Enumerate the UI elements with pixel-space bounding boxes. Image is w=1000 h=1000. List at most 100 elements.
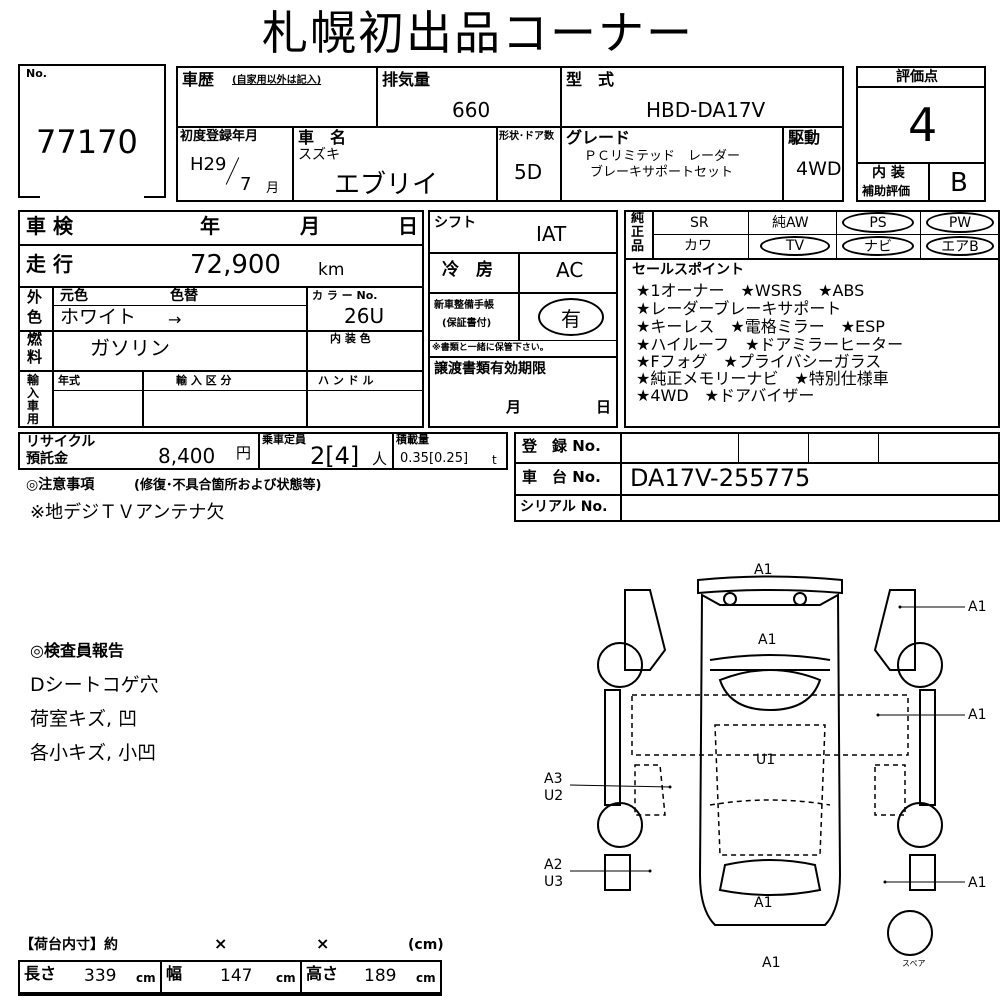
diagram-label-u2: U2 bbox=[544, 788, 564, 804]
recycle-label-2: 預託金 bbox=[26, 451, 68, 467]
interior-label-1: 内 装 bbox=[872, 165, 905, 181]
import-side-label: 輸入車用 bbox=[27, 373, 40, 426]
interior-rating-value: B bbox=[950, 168, 968, 198]
doors-label: 形状･ドア数 bbox=[499, 131, 554, 142]
registration-label: 登 録 No. bbox=[522, 437, 601, 455]
aircon-label: 冷 房 bbox=[442, 260, 493, 280]
car-damage-diagram bbox=[569, 575, 965, 956]
genuine-side-2: 正 bbox=[631, 225, 645, 240]
rating-value: 4 bbox=[908, 98, 938, 152]
recycle-block bbox=[18, 432, 508, 470]
genuine-airbag-circle: エアB bbox=[926, 236, 994, 256]
inspection-month: 月 bbox=[300, 214, 320, 238]
displacement-value: 660 bbox=[452, 98, 491, 122]
inspector-line-2: 荷室キズ, 凹 bbox=[30, 708, 138, 730]
capacity-value: 2[4] bbox=[310, 442, 360, 470]
shift-value: IAT bbox=[536, 222, 567, 246]
genuine-navi-circle: ナビ bbox=[842, 236, 914, 256]
load-value: 0.35[0.25] bbox=[400, 451, 469, 466]
notes-label: ◎注意事項 bbox=[26, 477, 95, 493]
diagram-label-top: A1 bbox=[754, 562, 773, 578]
car-name-value: エブリイ bbox=[334, 170, 439, 200]
recycle-value: 8,400 bbox=[158, 444, 216, 468]
cargo-length-cm: cm bbox=[136, 971, 156, 985]
registration-block bbox=[514, 432, 1000, 522]
transfer-label: 譲渡書類有効期限 bbox=[434, 361, 546, 377]
notes-sub: (修復･不具合箇所および状態等) bbox=[134, 478, 322, 493]
manual-label-1: 新車整備手帳 bbox=[434, 300, 494, 311]
first-reg-year: H29 bbox=[190, 154, 227, 175]
sales-point-2: ★レーダーブレーキサポート bbox=[636, 299, 842, 318]
rating-box bbox=[856, 66, 986, 202]
chassis-number: DA17V-255775 bbox=[630, 464, 811, 492]
sales-point-3: ★キーレス ★電格ミラー ★ESP bbox=[636, 317, 885, 336]
cargo-width-label: 幅 bbox=[166, 964, 183, 983]
vehicle-info-block bbox=[176, 66, 844, 202]
capacity-label: 乗車定員 bbox=[262, 433, 306, 446]
genuine-aw: 純AW bbox=[772, 215, 809, 231]
car-name-label: 車 名 bbox=[298, 128, 347, 147]
load-label: 積載量 bbox=[396, 433, 429, 446]
inspector-label: ◎検査員報告 bbox=[30, 641, 124, 660]
fuel-value: ガソリン bbox=[90, 336, 170, 360]
cargo-width-value: 147 bbox=[220, 966, 253, 986]
fuel-side-1: 燃 bbox=[27, 330, 43, 348]
genuine-side-1: 純 bbox=[631, 211, 645, 226]
interior-label-2: 補助評価 bbox=[862, 184, 911, 198]
serial-label: シリアル No. bbox=[520, 499, 608, 515]
color-change-arrow: → bbox=[168, 310, 182, 329]
doors-value: 5D bbox=[514, 160, 543, 184]
cargo-height-cm: cm bbox=[416, 971, 436, 985]
first-reg-label: 初度登録年月 bbox=[180, 129, 259, 144]
import-handle-label: ハ ン ド ル bbox=[318, 374, 374, 387]
genuine-leather: カワ bbox=[684, 238, 712, 254]
model-label: 型 式 bbox=[566, 70, 615, 89]
genuine-tv-circle: TV bbox=[760, 236, 830, 256]
diagram-label-spare: スペア bbox=[902, 959, 926, 968]
sales-points-label: セールスポイント bbox=[632, 262, 744, 278]
inspector-line-3: 各小キズ, 小凹 bbox=[30, 742, 157, 764]
history-note: (自家用以外は記入) bbox=[232, 75, 322, 86]
sales-point-5: ★Fフォグ ★プライバシーガラス bbox=[636, 352, 882, 371]
inspection-day: 日 bbox=[398, 214, 418, 238]
number-label: No. bbox=[26, 67, 47, 80]
cargo-times-1: × bbox=[214, 934, 228, 953]
sales-point-7: ★4WD ★ドアバイザー bbox=[636, 386, 815, 405]
inspector-line-1: Dシートコゲ穴 bbox=[30, 674, 159, 696]
diagram-label-rear: A1 bbox=[754, 895, 773, 911]
genuine-ps-circle: PS bbox=[842, 212, 914, 233]
diagram-label-right-mid: A1 bbox=[968, 707, 987, 723]
genuine-sr: SR bbox=[690, 215, 709, 231]
original-color-label: 元色 bbox=[60, 288, 88, 304]
history-label: 車歴 bbox=[182, 70, 215, 89]
cargo-height-label: 高さ bbox=[306, 964, 339, 983]
mileage-label: 走 行 bbox=[26, 252, 73, 276]
auction-number: 77170 bbox=[36, 123, 138, 161]
color-number-value: 26U bbox=[344, 304, 385, 328]
diagram-label-a2: A2 bbox=[544, 857, 563, 873]
cargo-times-2: × bbox=[316, 934, 330, 953]
diagram-label-a3: A3 bbox=[544, 771, 563, 787]
cargo-dimensions-box bbox=[18, 960, 442, 994]
capacity-unit: 人 bbox=[372, 450, 388, 468]
model-value: HBD-DA17V bbox=[646, 98, 766, 122]
transfer-day: 日 bbox=[596, 398, 612, 416]
color-number-label: カ ラ ー No. bbox=[312, 289, 378, 302]
exterior-side-2: 色 bbox=[27, 308, 43, 326]
fuel-side-2: 料 bbox=[27, 348, 43, 366]
drive-label: 駆動 bbox=[788, 128, 821, 147]
inspection-year: 年 bbox=[200, 214, 220, 238]
notes-text: ※地デジＴＶアンテナ欠 bbox=[30, 502, 225, 523]
inspection-block bbox=[18, 210, 424, 428]
grade-line1: ＰＣリミテッド レーダー bbox=[584, 149, 741, 164]
import-category-label: 輸 入 区 分 bbox=[176, 374, 232, 387]
cargo-length-label: 長さ bbox=[24, 964, 57, 983]
first-reg-month: 7 bbox=[240, 174, 252, 195]
genuine-sales-block bbox=[624, 210, 1000, 428]
diagram-label-rear-right: A1 bbox=[968, 875, 987, 891]
genuine-side-3: 品 bbox=[631, 239, 645, 254]
genuine-pw-circle: PW bbox=[926, 212, 994, 233]
diagram-label-hood: A1 bbox=[758, 632, 777, 648]
cargo-unit: (cm) bbox=[408, 937, 444, 953]
shift-label: シフト bbox=[434, 215, 476, 231]
